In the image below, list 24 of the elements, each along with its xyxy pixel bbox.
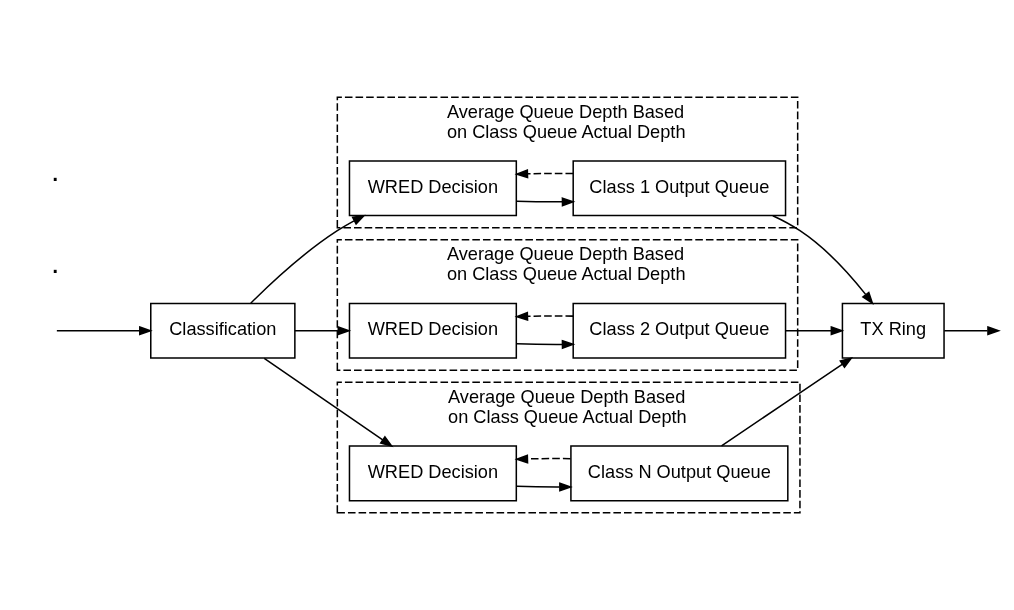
arrow: [516, 197, 576, 207]
node-box: Class N Output Queue: [570, 445, 789, 502]
node-box: WRED Decision: [348, 160, 518, 217]
node-box: WRED Decision: [348, 445, 518, 502]
node-box: Class 2 Output Queue: [572, 302, 787, 359]
arrow: [516, 339, 576, 350]
arrow: [56, 326, 153, 336]
arrow: [250, 214, 366, 304]
arrow: [943, 326, 1001, 336]
node-box: WRED Decision: [348, 302, 518, 359]
arrow: [514, 454, 572, 464]
label: .: [50, 246, 60, 280]
arrow: [294, 326, 352, 336]
arrow: [784, 326, 845, 336]
arrow: [516, 482, 573, 492]
node-box: Classification: [150, 302, 296, 359]
arrow: [772, 215, 874, 305]
arrow: [514, 311, 574, 322]
node-box: TX Ring: [841, 302, 945, 359]
arrow: [263, 357, 394, 448]
node-box: Class 1 Output Queue: [572, 160, 787, 217]
arrow: [514, 169, 574, 179]
label: .: [50, 153, 60, 187]
arrow: [720, 356, 854, 447]
